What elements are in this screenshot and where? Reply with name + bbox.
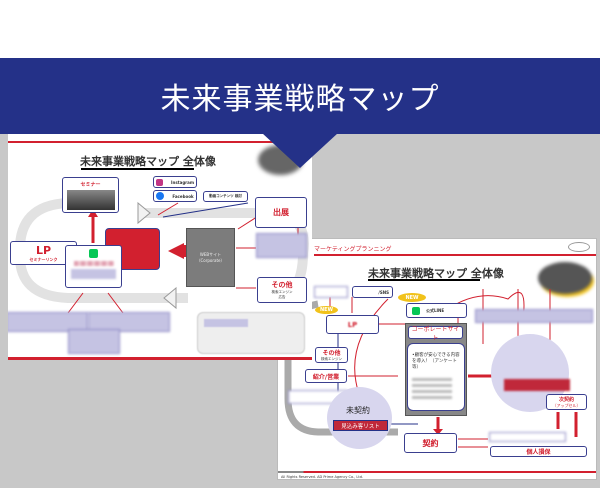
slide-header: マーケティングプランニング (314, 246, 392, 253)
line-box[interactable] (65, 245, 122, 288)
other-box[interactable]: その他 検索エンジン (315, 347, 348, 363)
blurred-box (314, 286, 348, 298)
blurred-panel (197, 312, 305, 354)
prospect-list-button[interactable]: 見込み客リスト (333, 420, 388, 431)
slide-title: 未来事業戦略マップ 全体像 (80, 155, 216, 168)
blurred-box (8, 312, 88, 332)
lp-box[interactable]: LP (326, 315, 379, 334)
other-sublabel: 検索エンジン (321, 357, 342, 361)
instagram-label: Instagram (170, 179, 195, 185)
slide-right: マーケティングプランニング 未来事業戦略マップ 全体像 /SNS LP NEW … (277, 238, 597, 480)
footer-copyright: All Rights Reserved. AD Prime Agency Co.… (281, 475, 364, 479)
line-icon (412, 306, 420, 315)
seminar-photo (66, 190, 115, 210)
other-sublabel: 検索エンジン (271, 290, 293, 294)
website-box[interactable]: WEBサイト （Corporate） (186, 228, 235, 287)
facebook-icon (156, 192, 165, 200)
personal-insurance-box[interactable]: 個人損保 (490, 446, 587, 457)
corporate-text: •顧客が安心できる内容を導入！（アンケート等） (412, 353, 460, 370)
facebook-label: Facebook (172, 193, 194, 199)
new-badge: NEW (315, 306, 338, 314)
lp-label: LP (347, 320, 358, 329)
other-box[interactable]: その他 検索エンジン 広告 (257, 277, 307, 303)
exhibit-label: 出展 (273, 208, 289, 217)
corporate-content-box: •顧客が安心できる内容を導入！（アンケート等） (407, 343, 465, 411)
instagram-icon (155, 178, 163, 186)
upsell-label: （アップセル） (552, 402, 581, 408)
sns-label: /SNS (378, 289, 389, 295)
referral-box[interactable]: 紹介/営業 (305, 369, 347, 383)
corporate-site-box[interactable]: コーポレートサイト (408, 325, 463, 342)
next-contract-label: 次契約 (558, 396, 574, 403)
line-box[interactable]: 公式LINE (406, 303, 467, 318)
uncontracted-label: 未契約 (346, 406, 370, 415)
lp-label: LP (35, 243, 52, 257)
banner-pointer (262, 133, 338, 168)
website-sublabel: （Corporate） (196, 257, 225, 263)
slide-footer-line (278, 471, 596, 473)
blurred-text (73, 261, 114, 266)
prospect-list-label: 見込み客リスト (341, 423, 380, 430)
seminar-box[interactable]: セミナー (62, 177, 119, 213)
sns-box[interactable]: /SNS (352, 286, 393, 298)
blurred-text (412, 378, 452, 400)
banner-title: 未来事業戦略マップ (160, 82, 440, 117)
corporate-site-label: コーポレートサイト (411, 325, 460, 342)
instagram-box[interactable]: Instagram (153, 176, 197, 188)
slide-footer-line (8, 357, 312, 360)
blurred-box (256, 233, 307, 258)
line-icon (89, 249, 98, 258)
facebook-box[interactable]: Facebook (153, 190, 197, 202)
blurred-box (88, 312, 170, 332)
company-logo (568, 242, 590, 252)
new-badge: NEW (398, 293, 426, 302)
title-underline (81, 168, 194, 170)
blurred-box (489, 432, 566, 442)
referral-label: 紹介/営業 (312, 373, 340, 381)
video-content-box[interactable]: 動画コンテンツ 検討 (203, 191, 248, 202)
slide-title: 未来事業戦略マップ 全体像 (368, 267, 504, 280)
contract-box[interactable]: 契約 (404, 433, 457, 453)
blurred-block (71, 269, 116, 279)
exhibit-box[interactable]: 出展 (255, 197, 307, 228)
other-label: その他 (322, 350, 341, 357)
other-sublabel-2: 広告 (278, 295, 286, 299)
slide-header-line (314, 254, 596, 256)
blurred-box (68, 329, 120, 354)
slide-left: 未来事業戦略マップ 全体像 セミナー Instagram Facebook 動画… (8, 133, 312, 360)
slide-header-line (8, 141, 312, 143)
line-label: 公式LINE (426, 307, 445, 313)
blurred-red-bar (504, 379, 570, 391)
other-label: その他 (271, 281, 293, 289)
seminar-label: セミナー (80, 182, 101, 188)
website-label: WEBサイト (199, 251, 222, 257)
next-contract-box[interactable]: 次契約 （アップセル） (546, 394, 587, 410)
lp-sublabel: セミナーリンク (29, 256, 58, 262)
blurred-box (475, 309, 593, 323)
title-underline (368, 279, 480, 281)
banner: 未来事業戦略マップ (0, 58, 600, 134)
personal-insurance-label: 個人損保 (526, 449, 551, 456)
uncontracted-circle (327, 387, 392, 449)
logo-blob (538, 262, 592, 294)
contract-label: 契約 (422, 438, 439, 448)
